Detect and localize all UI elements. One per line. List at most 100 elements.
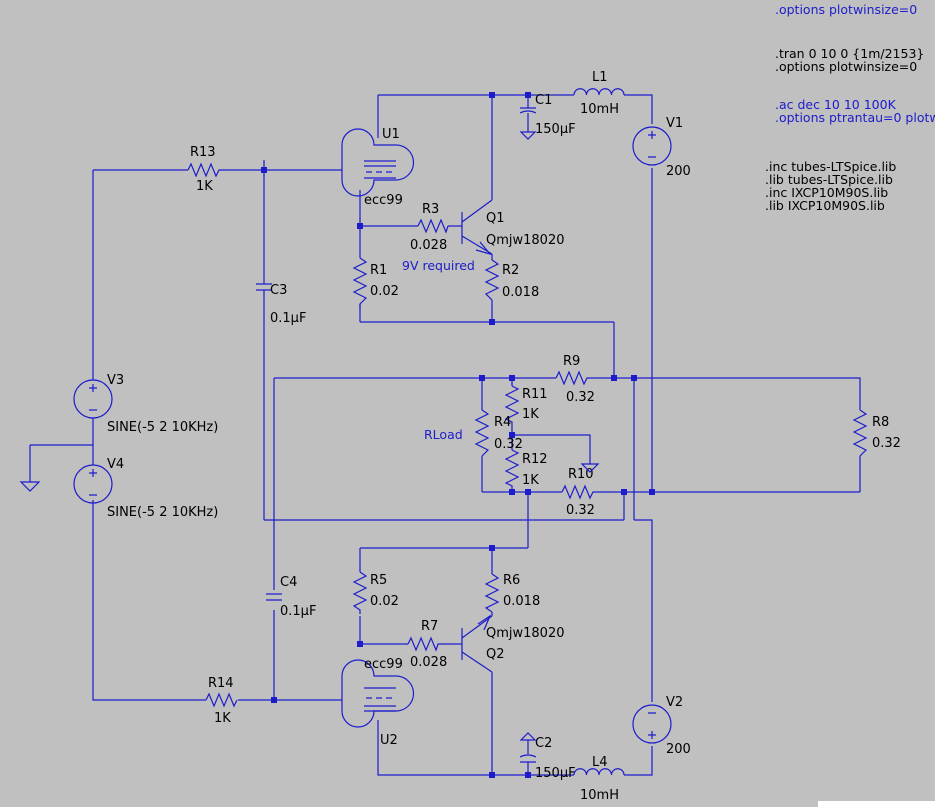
- c4-value: 0.1µF: [280, 604, 316, 619]
- c4-capacitor-symbol[interactable]: [266, 593, 282, 601]
- l1-inductor-symbol[interactable]: [573, 88, 625, 96]
- r14-value: 1K: [214, 711, 231, 726]
- r3-resistor-symbol[interactable]: [417, 218, 449, 234]
- directive-ac-options[interactable]: .options ptrantau=0 plotw: [775, 110, 935, 125]
- q2-model: Qmjw18020: [486, 626, 565, 641]
- ground-symbol-left: [19, 481, 41, 492]
- directive-tran-options[interactable]: .options plotwinsize=0: [775, 59, 917, 74]
- v1-value: 200: [666, 164, 691, 179]
- q1-label: Q1: [486, 211, 505, 226]
- r11-label: R11: [522, 387, 548, 402]
- q1-transistor-symbol[interactable]: [461, 199, 493, 256]
- r3-value: 0.028: [410, 238, 447, 253]
- window-edge: [818, 801, 935, 807]
- r10-value: 0.32: [566, 503, 595, 518]
- r13-label: R13: [190, 145, 216, 160]
- u1-triode-symbol[interactable]: [341, 128, 415, 197]
- r2-resistor-symbol[interactable]: [484, 259, 500, 301]
- c2-label: C2: [535, 736, 552, 751]
- r9-resistor-symbol[interactable]: [555, 370, 590, 386]
- q1-model: Qmjw18020: [486, 233, 565, 248]
- c1-value: 150µF: [535, 122, 576, 137]
- c3-label: C3: [270, 283, 287, 298]
- l4-value: 10mH: [580, 788, 619, 803]
- directive-include[interactable]: .lib tubes-LTSpice.lib: [765, 172, 893, 187]
- r10-label: R10: [568, 467, 594, 482]
- v2-value: 200: [666, 742, 691, 757]
- v2-voltage-source-symbol[interactable]: [632, 704, 672, 744]
- r5-resistor-symbol[interactable]: [352, 571, 368, 614]
- r7-resistor-symbol[interactable]: [407, 636, 440, 652]
- c1-label: C1: [535, 93, 552, 108]
- u1-model: ecc99: [364, 193, 403, 208]
- r4-rload-resistor-symbol[interactable]: [474, 409, 490, 457]
- u2-label: U2: [380, 733, 398, 748]
- c3-value: 0.1µF: [270, 311, 306, 326]
- r8-value: 0.32: [872, 436, 901, 451]
- c2-value: 150µF: [535, 766, 576, 781]
- r3-label: R3: [422, 202, 439, 217]
- l1-value: 10mH: [580, 102, 619, 117]
- directive-include[interactable]: .lib IXCP10M90S.lib: [765, 198, 885, 213]
- r13-resistor-symbol[interactable]: [187, 162, 222, 178]
- junction-dots: [261, 92, 655, 778]
- r10-resistor-symbol[interactable]: [561, 484, 600, 500]
- r13-value: 1K: [196, 179, 213, 194]
- v4-voltage-source-symbol[interactable]: [73, 464, 113, 504]
- r6-label: R6: [503, 573, 520, 588]
- v2-label: V2: [666, 695, 683, 710]
- l4-inductor-symbol[interactable]: [573, 768, 625, 776]
- spice-directives: .options plotwinsize=0 .tran 0 10 0 {1m/…: [765, 2, 935, 213]
- r12-value: 1K: [522, 473, 539, 488]
- c3-capacitor-symbol[interactable]: [256, 283, 272, 310]
- rload-annotation: RLoad: [424, 427, 463, 442]
- v3-voltage-source-symbol[interactable]: [73, 379, 113, 419]
- 9v-required-note: 9V required: [402, 258, 475, 273]
- r12-resistor-symbol[interactable]: [504, 449, 520, 490]
- r8-label: R8: [872, 415, 889, 430]
- v3-value: SINE(-5 2 10KHz): [107, 420, 218, 435]
- v1-voltage-source-symbol[interactable]: [632, 126, 672, 166]
- directive-include[interactable]: .inc tubes-LTSpice.lib: [765, 159, 896, 174]
- r11-resistor-symbol[interactable]: [504, 385, 520, 426]
- l4-label: L4: [592, 755, 608, 770]
- r9-label: R9: [563, 354, 580, 369]
- r4-value: 0.32: [494, 437, 523, 452]
- r1-resistor-symbol[interactable]: [352, 257, 368, 310]
- u1-label: U1: [382, 127, 400, 142]
- directive-include[interactable]: .inc IXCP10M90S.lib: [765, 185, 888, 200]
- r14-label: R14: [208, 676, 234, 691]
- r8-resistor-symbol[interactable]: [852, 409, 868, 457]
- directive-tran[interactable]: .tran 0 10 0 {1m/2153}: [775, 46, 924, 61]
- r5-label: R5: [370, 573, 387, 588]
- r6-value: 0.018: [503, 594, 540, 609]
- v4-value: SINE(-5 2 10KHz): [107, 505, 218, 520]
- r1-value: 0.02: [370, 284, 399, 299]
- q2-label: Q2: [486, 647, 505, 662]
- directive-plotwinsize-top[interactable]: .options plotwinsize=0: [775, 2, 917, 17]
- r12-label: R12: [522, 452, 548, 467]
- v1-label: V1: [666, 116, 683, 131]
- r4-label: R4: [494, 415, 511, 430]
- u2-triode-symbol[interactable]: [341, 659, 415, 728]
- r11-value: 1K: [522, 407, 539, 422]
- c4-label: C4: [280, 575, 297, 590]
- v4-label: V4: [107, 457, 124, 472]
- r2-label: R2: [502, 263, 519, 278]
- l1-label: L1: [592, 70, 608, 85]
- r7-label: R7: [421, 619, 438, 634]
- r9-value: 0.32: [566, 390, 595, 405]
- c2-capacitor-symbol[interactable]: [519, 732, 537, 763]
- r2-value: 0.018: [502, 285, 539, 300]
- q2-transistor-symbol[interactable]: [461, 614, 493, 673]
- r14-resistor-symbol[interactable]: [205, 692, 238, 708]
- c1-capacitor-symbol[interactable]: [519, 107, 537, 140]
- r6-resistor-symbol[interactable]: [484, 573, 500, 613]
- r5-value: 0.02: [370, 594, 399, 609]
- r7-value: 0.028: [410, 655, 447, 670]
- u2-model: ecc99: [364, 657, 403, 672]
- ground-symbol-rload: [580, 463, 600, 473]
- v3-label: V3: [107, 373, 124, 388]
- directive-ac[interactable]: .ac dec 10 10 100K: [775, 97, 897, 112]
